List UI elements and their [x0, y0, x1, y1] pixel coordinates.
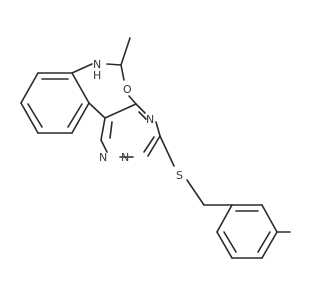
bond-ch-o	[120, 64, 125, 81]
bond-c-s	[159, 135, 175, 167]
double-bond-inner	[67, 103, 83, 128]
bond	[71, 72, 90, 104]
bond	[261, 231, 278, 259]
bond	[261, 204, 278, 233]
bond-o-c	[128, 95, 137, 105]
atom-label-n: N	[93, 58, 101, 71]
bond-ch-methyl	[120, 37, 131, 66]
double-bond-inner	[223, 231, 237, 253]
atom-label-n-triazine: N	[99, 151, 107, 164]
atom-label-s: S	[176, 169, 183, 182]
bond	[71, 102, 90, 134]
bond	[20, 102, 39, 134]
benzene-ring	[20, 72, 90, 134]
bond-nh-ch	[106, 63, 122, 66]
bond-c-nh	[71, 63, 93, 74]
bond	[100, 117, 106, 141]
atom-label-n-triazine: N	[121, 151, 129, 164]
bond	[135, 103, 146, 114]
methylbenzyl-thio-group	[159, 135, 291, 259]
bond	[155, 121, 161, 137]
bond	[100, 139, 108, 153]
double-bond-inner	[27, 103, 43, 128]
double-bond-inner	[143, 136, 155, 153]
bond	[216, 231, 233, 259]
double-bond-inner	[138, 111, 147, 120]
double-bond-inner	[257, 231, 271, 253]
bond	[216, 204, 233, 233]
atom-label-o: O	[123, 83, 132, 96]
molecule-structure: N H O N N N S	[20, 37, 291, 259]
atom-label-h: H	[93, 69, 101, 82]
double-bond-inner	[109, 121, 113, 139]
bond-c-benzene	[88, 102, 106, 119]
bond	[147, 135, 161, 157]
bond	[20, 72, 39, 104]
triazine-ring	[100, 103, 161, 158]
atom-label-n-triazine: N	[146, 113, 154, 126]
oxazepine-ring	[71, 37, 137, 119]
bond-c-c-fusion	[104, 103, 137, 119]
bond-s-ch2	[186, 179, 205, 206]
